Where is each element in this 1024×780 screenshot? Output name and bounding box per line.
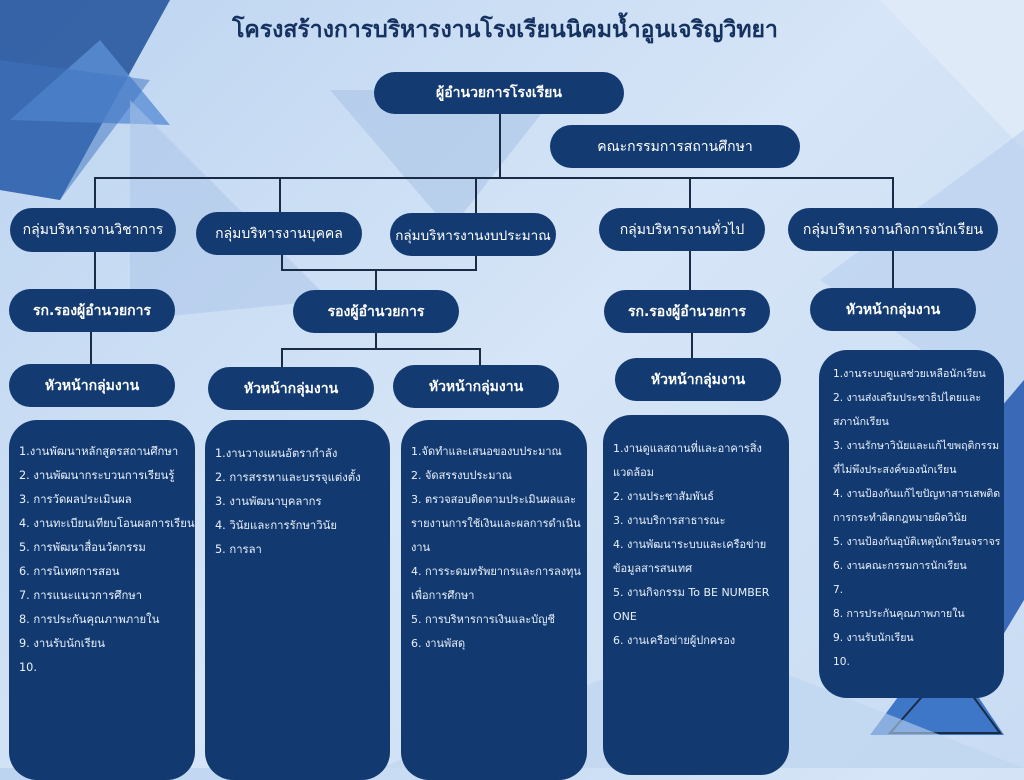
connector: [94, 177, 96, 208]
connector: [499, 114, 501, 178]
connector: [281, 348, 481, 350]
task-item: 2. งานส่งเสริมประชาธิปไตยและ: [833, 392, 982, 404]
group-academic: กลุ่มบริหารงานวิชาการ: [10, 208, 176, 252]
director-box: ผู้อำนวยการโรงเรียน: [374, 72, 624, 114]
group-budget: กลุ่มบริหารงานงบประมาณ: [390, 213, 556, 256]
task-list-general: 1.งานดูแลสถานที่และอาคารสิ่งแวดล้อม 2. งา…: [603, 415, 789, 775]
task-item: 2. จัดสรรงบประมาณ: [411, 469, 512, 482]
task-item: 4. การระดมทรัพยากรและการลงทุน: [411, 565, 581, 578]
connector: [281, 269, 477, 271]
task-item: 7.: [833, 584, 844, 596]
task-item: 3. งานบริการสาธารณะ: [613, 514, 726, 527]
task-item: 3. ตรวจสอบติดตามประเมินผลและ: [411, 493, 577, 506]
acting-deputy-general: รก.รองผู้อำนวยการ: [604, 290, 770, 333]
task-item: 6. งานคณะกรรมการนักเรียน: [833, 560, 967, 572]
connector: [689, 177, 691, 208]
head-personnel: หัวหน้ากลุ่มงาน: [208, 367, 374, 410]
connector: [279, 177, 281, 212]
connector: [281, 348, 283, 367]
task-item: 9. งานรับนักเรียน: [833, 632, 914, 644]
connector: [375, 333, 377, 349]
task-item: 3. การวัดผลประเมินผล: [19, 493, 132, 506]
task-item: 5. การบริหารการเงินและบัญชี: [411, 613, 555, 626]
task-item: 4. งานป้องกันแก้ไขปัญหาสารเสพติด: [833, 488, 1001, 500]
task-item: เพื่อการศึกษา: [411, 589, 475, 602]
connector: [892, 177, 894, 208]
task-item: ข้อมูลสารสนเทศ: [613, 562, 693, 575]
task-item: 5. งานกิจกรรม To BE NUMBER: [613, 586, 770, 599]
task-item: 10.: [833, 656, 850, 668]
head-budget: หัวหน้ากลุ่มงาน: [393, 365, 559, 408]
connector: [689, 251, 691, 290]
task-list-budget: 1.จัดทำและเสนอของบประมาณ 2. จัดสรรงบประมา…: [401, 420, 587, 780]
connector: [479, 348, 481, 365]
task-item: 10.: [19, 661, 37, 674]
task-item: 4. งานพัฒนาระบบและเครือข่าย: [613, 538, 767, 551]
task-item: 6. งานพัสดุ: [411, 637, 466, 650]
task-item: รายงานการใช้เงินและผลการดำเนิน: [411, 517, 581, 530]
task-item: 5. การลา: [215, 543, 262, 556]
connector: [281, 255, 283, 270]
task-item: ONE: [613, 610, 637, 623]
task-item: 8. การประกันคุณภาพภายใน: [833, 608, 965, 620]
connector: [475, 256, 477, 270]
task-item: 1.งานวางแผนอัตรากำลัง: [215, 447, 338, 460]
task-item: 3. งานพัฒนาบุคลากร: [215, 495, 322, 508]
task-item: 9. งานรับนักเรียน: [19, 637, 106, 650]
task-item: 8. การประกันคุณภาพภายใน: [19, 613, 160, 626]
head-general: หัวหน้ากลุ่มงาน: [615, 358, 781, 401]
group-personnel: กลุ่มบริหารงานบุคคล: [196, 212, 362, 255]
task-item: 7. การแนะแนวการศึกษา: [19, 589, 143, 602]
connector: [892, 251, 894, 288]
connector: [90, 332, 92, 364]
deputy-director: รองผู้อำนวยการ: [293, 290, 459, 333]
connector: [94, 252, 96, 289]
task-item: 6. งานเครือข่ายผู้ปกครอง: [613, 634, 736, 647]
task-list-student-affairs: 1.งานระบบดูแลช่วยเหลือนักเรียน 2. งานส่งเ…: [819, 350, 1004, 698]
group-general: กลุ่มบริหารงานทั่วไป: [599, 208, 765, 251]
task-item: 4. วินัยและการรักษาวินัย: [215, 519, 337, 532]
task-item: งาน: [411, 541, 431, 554]
task-item: 2. งานพัฒนากระบวนการเรียนรู้: [19, 469, 175, 482]
head-student-affairs: หัวหน้ากลุ่มงาน: [810, 288, 976, 331]
task-item: 4. งานทะเบียนเทียบโอนผลการเรียน: [19, 517, 195, 530]
task-item: 1.งานพัฒนาหลักสูตรสถานศึกษา: [19, 445, 179, 458]
task-item: 3. งานรักษาวินัยและแก้ไขพฤติกรรม: [833, 440, 1000, 452]
committee-box: คณะกรรมการสถานศึกษา: [550, 125, 800, 168]
head-academic: หัวหน้ากลุ่มงาน: [9, 364, 175, 407]
task-item: 1.งานดูแลสถานที่และอาคารสิ่ง: [613, 442, 762, 455]
group-student-affairs: กลุ่มบริหารงานกิจการนักเรียน: [788, 208, 998, 251]
task-item: 1.งานระบบดูแลช่วยเหลือนักเรียน: [833, 368, 986, 380]
task-list-academic: 1.งานพัฒนาหลักสูตรสถานศึกษา 2. งานพัฒนากร…: [9, 420, 195, 780]
acting-deputy-academic: รก.รองผู้อำนวยการ: [9, 289, 175, 332]
chart-title: โครงสร้างการบริหารงานโรงเรียนนิคมน้ำอูนเ…: [232, 17, 778, 43]
task-item: 6. การนิเทศการสอน: [19, 565, 120, 578]
connector: [375, 269, 377, 290]
task-item: 5. การพัฒนาสื่อนวัตกรรม: [19, 541, 146, 554]
task-item: 2. งานประชาสัมพันธ์: [613, 490, 714, 503]
task-item: 1.จัดทำและเสนอของบประมาณ: [411, 445, 562, 458]
task-item: สภานักเรียน: [833, 416, 889, 428]
connector: [95, 177, 894, 179]
task-item: 5. งานป้องกันอุบัติเหตุนักเรียนจราจร: [833, 536, 1001, 548]
task-list-personnel: 1.งานวางแผนอัตรากำลัง 2. การสรรหาและบรรจุ…: [205, 420, 390, 780]
connector: [475, 177, 477, 213]
task-item: 2. การสรรหาและบรรจุแต่งตั้ง: [215, 471, 361, 484]
task-item: การกระทำผิดกฎหมายผิดวินัย: [833, 512, 967, 524]
task-item: แวดล้อม: [613, 466, 655, 479]
connector: [691, 333, 693, 358]
task-item: ที่ไม่พึงประสงค์ของนักเรียน: [833, 464, 957, 476]
